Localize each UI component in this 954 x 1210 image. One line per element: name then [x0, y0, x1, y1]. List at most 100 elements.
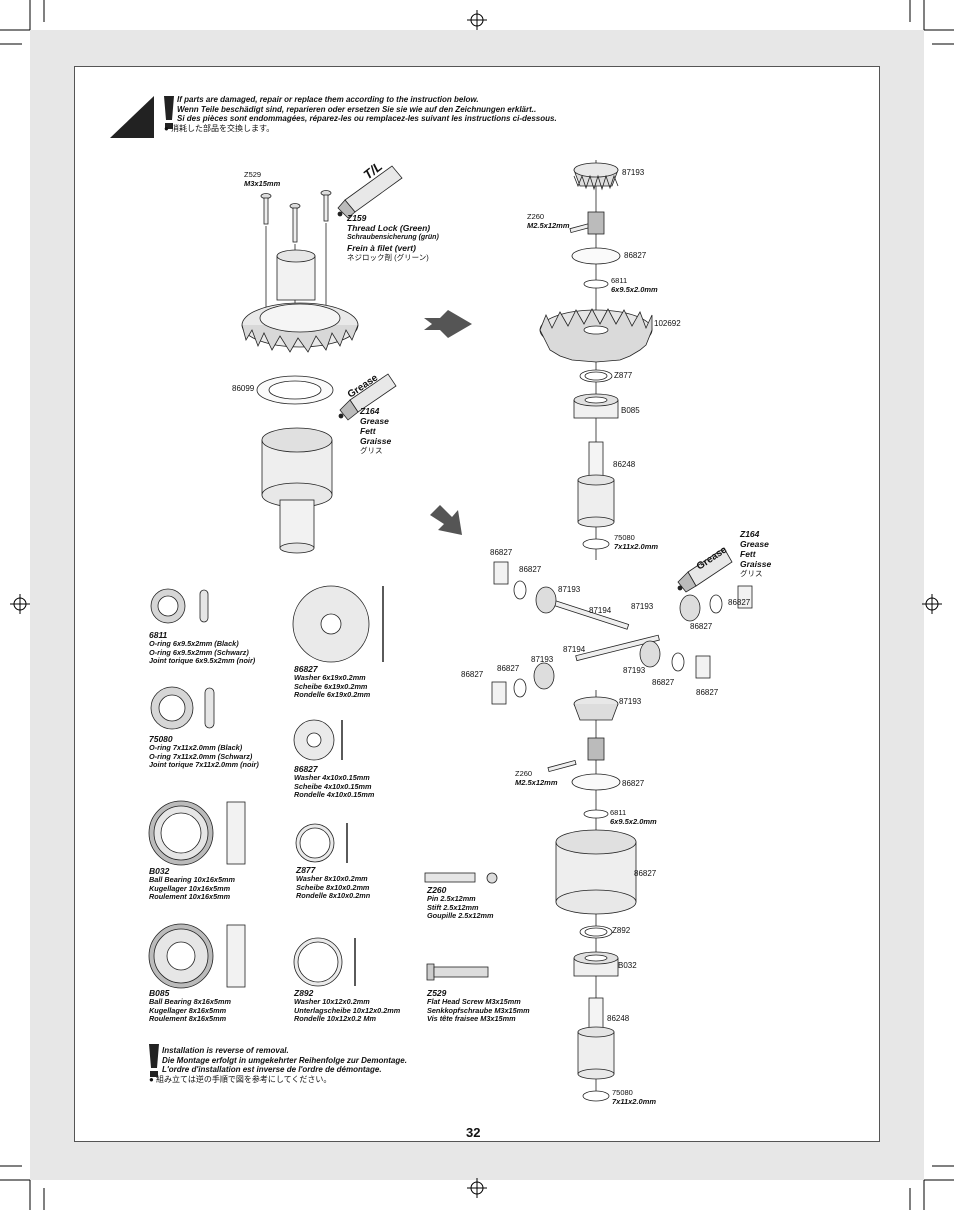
- callout-86827: 86827: [728, 598, 751, 607]
- warning-top-line: Wenn Teile beschädigt sind, reparieren o…: [177, 104, 537, 114]
- part-size: M3x15mm: [244, 179, 281, 188]
- part-size: 7x11x2.0mm: [612, 1097, 657, 1106]
- callout-87193: 87193: [531, 655, 554, 664]
- callout-87193: 87193: [622, 168, 645, 177]
- warning-icon: [164, 96, 174, 129]
- legend-drawings: [148, 585, 498, 989]
- callout-75080-b: 75080 7x11x2.0mm: [612, 1088, 656, 1106]
- part-desc: ネジロック剤 (グリーン): [347, 253, 429, 262]
- legend-line: Goupille 2.5x12mm: [427, 911, 494, 921]
- callout-87193: 87193: [558, 585, 581, 594]
- legend-item: Z260 Pin 2.5x12mm Stift 2.5x12mm Goupill…: [427, 885, 494, 921]
- callout-b032: B032: [618, 961, 637, 970]
- legend-line: Scheibe 4x10x0.15mm: [294, 781, 372, 791]
- left-assembly: [241, 190, 359, 554]
- callout-87193: 87193: [619, 697, 642, 706]
- callout-87193: 87193: [631, 602, 654, 611]
- callout-b085: B085: [621, 406, 640, 415]
- part-code: Z164: [360, 406, 380, 416]
- callout-86827: 86827: [634, 869, 657, 878]
- legend-code: 86827: [294, 764, 318, 774]
- legend-line: Vis tête fraisee M3x15mm: [427, 1014, 516, 1024]
- warning-top-line: ● 消耗した部品を交換します。: [164, 123, 275, 133]
- legend-line: Stift 2.5x12mm: [427, 902, 479, 912]
- part-size: 7x11x2.0mm: [614, 542, 659, 551]
- callout-z260: Z260 M2.5x12mm: [527, 212, 570, 230]
- callout-6811: 6811 6x9.5x2.0mm: [611, 276, 658, 294]
- callout-z164-b: Z164 Grease Fett Graisse グリス: [740, 529, 771, 579]
- legend-line: Joint torique 6x9.5x2mm (noir): [149, 656, 256, 666]
- legend-item: Z877 Washer 8x10x0.2mm Scheibe 8x10x0.2m…: [296, 865, 370, 901]
- arrow-right: [424, 310, 472, 338]
- legend-item: 75080 O-ring 7x11x2.0mm (Black) O-ring 7…: [149, 734, 259, 770]
- legend-line: O-ring 6x9.5x2mm (Schwarz): [149, 647, 249, 657]
- part-desc: Grease: [360, 416, 389, 426]
- part-code: 75080: [614, 533, 635, 542]
- legend-line: Rondelle 4x10x0.15mm: [294, 790, 375, 800]
- warning-top-line: Si des pièces sont endommagées, réparez-…: [177, 114, 557, 123]
- legend-line: Ball Bearing 10x16x5mm: [149, 875, 235, 884]
- legend-item: B085 Ball Bearing 8x16x5mm Kugellager 8x…: [149, 988, 231, 1024]
- legend-line: Washer 10x12x0.2mm: [294, 997, 370, 1006]
- legend-code: Z892: [294, 988, 314, 998]
- warning-bottom-line: Installation is reverse of removal.: [162, 1046, 289, 1055]
- legend-code: B085: [149, 988, 170, 998]
- callout-86827: 86827: [696, 688, 719, 697]
- part-desc: Thread Lock (Green): [347, 223, 431, 233]
- part-desc: グリス: [360, 446, 383, 455]
- step-number: 3: [117, 100, 126, 117]
- callout-86827: 86827: [690, 622, 713, 631]
- legend-item: 6811 O-ring 6x9.5x2mm (Black) O-ring 6x9…: [149, 630, 255, 666]
- legend-line: Ball Bearing 8x16x5mm: [149, 997, 231, 1006]
- callout-6811-b: 6811 6x9.5x2.0mm: [610, 808, 657, 826]
- callout-z164: Z164 Grease Fett Graisse グリス: [360, 406, 391, 456]
- warning-bottom-line: ● 組み立ては逆の手順で図を参考にしてください。: [149, 1074, 332, 1084]
- callout-z159: Z159 Thread Lock (Green) Schraubensicher…: [347, 213, 439, 263]
- grease-tube: [338, 373, 397, 421]
- legend-line: O-ring 6x9.5x2mm (Black): [149, 639, 239, 648]
- legend-line: Kugellager 10x16x5mm: [149, 883, 231, 893]
- callout-102692: 102692: [654, 319, 681, 328]
- part-desc: Graisse: [360, 436, 392, 446]
- legend-item: Z892 Washer 10x12x0.2mm Unterlagscheibe …: [294, 988, 400, 1024]
- right-upper-assembly: [539, 160, 653, 560]
- legend-code: Z260: [427, 885, 447, 895]
- warning-bottom-line: L'ordre d'installation est inverse de l'…: [162, 1065, 382, 1074]
- legend-line: Scheibe 8x10x0.2mm: [296, 882, 370, 892]
- registration-targets: [10, 10, 942, 1198]
- step-number-badge: 3: [110, 96, 154, 140]
- legend-code: B032: [149, 866, 170, 876]
- part-size: M2.5x12mm: [527, 221, 570, 230]
- callout-86827: 86827: [519, 565, 542, 574]
- legend-code: 86827: [294, 664, 318, 674]
- callout-87193: 87193: [623, 666, 646, 675]
- right-lower-assembly: [491, 561, 753, 1102]
- grease-tube-b: [677, 547, 733, 593]
- part-desc: Fett: [360, 426, 376, 436]
- part-desc: Grease: [740, 539, 769, 549]
- part-code: Z260: [527, 212, 545, 221]
- part-size: M2.5x12mm: [515, 778, 558, 787]
- callout-86099: 86099: [232, 384, 255, 393]
- threadlock-tube: [337, 165, 403, 219]
- step-triangle: [110, 96, 154, 138]
- callout-86827: 86827: [652, 678, 675, 687]
- legend-code: 6811: [149, 630, 168, 640]
- callout-z529: Z529 M3x15mm: [244, 170, 280, 188]
- part-code: 6811: [611, 276, 628, 285]
- legend-line: Rondelle 6x19x0.2mm: [294, 690, 371, 700]
- screw-left: [260, 193, 272, 225]
- callout-z892: Z892: [612, 926, 631, 935]
- legend-code: Z529: [427, 988, 447, 998]
- legend-line: O-ring 7x11x2.0mm (Schwarz): [149, 751, 253, 761]
- callout-86248: 86248: [613, 460, 636, 469]
- callout-86248: 86248: [607, 1014, 630, 1023]
- part-desc: Fett: [740, 549, 756, 559]
- legend-item: Z529 Flat Head Screw M3x15mm Senkkopfsch…: [427, 988, 530, 1024]
- legend-line: Washer 8x10x0.2mm: [296, 874, 368, 883]
- legend-line: Senkkopfschraube M3x15mm: [427, 1005, 530, 1015]
- screw-mid: [289, 203, 301, 243]
- warning-icon-bottom: [149, 1044, 159, 1077]
